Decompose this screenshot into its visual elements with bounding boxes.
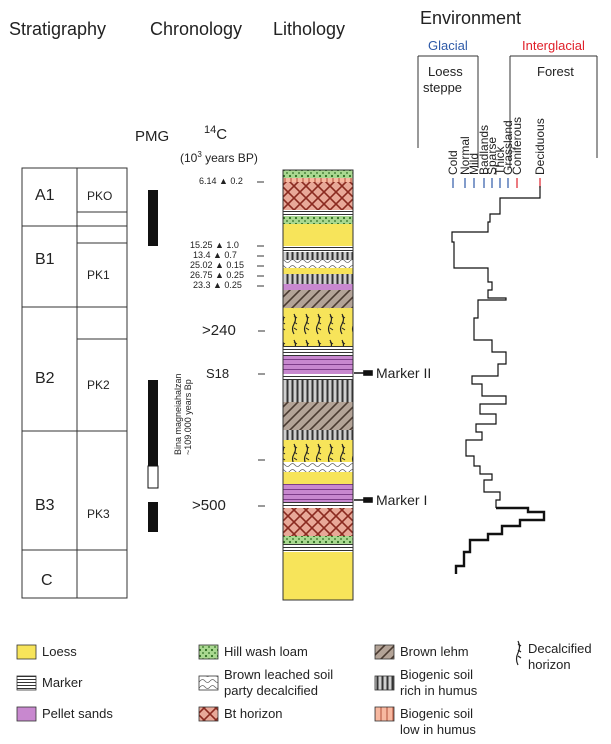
- lithology-header: Lithology: [273, 19, 346, 39]
- unit-a1: A1: [35, 187, 55, 204]
- c14-date: 15.25 ▲ 1.0: [190, 240, 239, 250]
- pmg-label: PMG: [135, 128, 170, 145]
- unit-b3: B3: [35, 497, 55, 514]
- environment-curve: [451, 186, 546, 574]
- env-class-label: Grassland: [501, 120, 515, 175]
- environment-header: Environment: [420, 8, 522, 28]
- interglacial-label: Interglacial: [522, 38, 585, 53]
- legend-loess: Loess: [42, 644, 77, 659]
- legend-biogenic-low-1: Biogenic soil: [400, 706, 473, 721]
- env-class-label: Mild: [467, 153, 481, 175]
- chronology-header: Chronology: [150, 19, 243, 39]
- legend-marker: Marker: [42, 675, 83, 690]
- unit-c: C: [41, 572, 53, 589]
- legend-hill-wash: Hill wash loam: [224, 644, 308, 659]
- legend-biogenic-rich-2: rich in humus: [400, 683, 478, 698]
- env-class-label: Thick: [493, 145, 507, 175]
- subunit-pko: PKO: [87, 189, 113, 203]
- env-class-label: Deciduous: [533, 118, 547, 175]
- c14-label: 14C: [204, 124, 228, 143]
- unit-b2: B2: [35, 370, 55, 387]
- bina-label: Bina magneiahalzan ~109.000 years Bp: [173, 373, 193, 455]
- pmg-polarity-column: [147, 190, 159, 532]
- loess-steppe-label-1: Loess: [428, 64, 463, 79]
- stratigraphy-table: [21, 167, 128, 599]
- decalcified-legend-icon: [515, 640, 522, 666]
- env-class-label: Sparse: [485, 137, 499, 175]
- marker-ii-label: Marker II: [376, 365, 432, 381]
- forest-label: Forest: [537, 64, 574, 79]
- legend-pellet-sands: Pellet sands: [42, 706, 113, 721]
- c14-date: 6.14 ▲ 0.2: [199, 176, 243, 186]
- subunit-pk3: PK3: [87, 507, 110, 521]
- years-bp-label: (103 years BP): [180, 150, 258, 165]
- c14-date: 26.75 ▲ 0.25: [190, 270, 244, 280]
- bina-age: ~109.000 years Bp: [183, 379, 193, 455]
- age-ticks: [257, 181, 265, 507]
- env-class-label: Badlands: [477, 125, 491, 175]
- legend-swatches: [16, 644, 395, 722]
- legend-brown-leached-2: party decalcified: [224, 683, 318, 698]
- age-label: S18: [206, 366, 230, 381]
- subunit-pk2: PK2: [87, 378, 110, 392]
- environment-frame: [417, 55, 598, 168]
- subunit-pk1: PK1: [87, 268, 110, 282]
- legend-biogenic-low-2: low in humus: [400, 722, 476, 737]
- age-label: >240: [202, 322, 236, 339]
- env-class-label: Cold: [446, 150, 460, 175]
- lithology-column: [282, 169, 354, 601]
- unit-b1: B1: [35, 251, 55, 268]
- age-label: >500: [192, 497, 226, 514]
- bina-name: Bina magneiahalzan: [173, 373, 183, 455]
- loess-steppe-label-2: steppe: [423, 80, 463, 95]
- legend-bt-horizon: Bt horizon: [224, 706, 283, 721]
- env-class-label: Coniferous: [510, 117, 524, 175]
- glacial-label: Glacial: [428, 38, 468, 53]
- legend-decalcified-2: horizon: [528, 657, 571, 672]
- c14-date: 13.4 ▲ 0.7: [193, 250, 237, 260]
- environment-class-ticks: [452, 178, 541, 188]
- c14-date: 23.3 ▲ 0.25: [193, 280, 242, 290]
- legend-brown-lehm: Brown lehm: [400, 644, 469, 659]
- marker-i-label: Marker I: [376, 492, 428, 508]
- env-class-label: Normal: [458, 136, 472, 175]
- stratigraphy-header: Stratigraphy: [9, 19, 107, 39]
- legend-brown-leached-1: Brown leached soil: [224, 667, 334, 682]
- environment-class-labels: Cold Normal Mild Badlands Sparse Thick G…: [446, 117, 547, 175]
- legend-decalcified-1: Decalcified: [528, 641, 592, 656]
- legend-biogenic-rich-1: Biogenic soil: [400, 667, 473, 682]
- marker-arrows: [354, 370, 373, 503]
- c14-date: 25.02 ▲ 0.15: [190, 260, 244, 270]
